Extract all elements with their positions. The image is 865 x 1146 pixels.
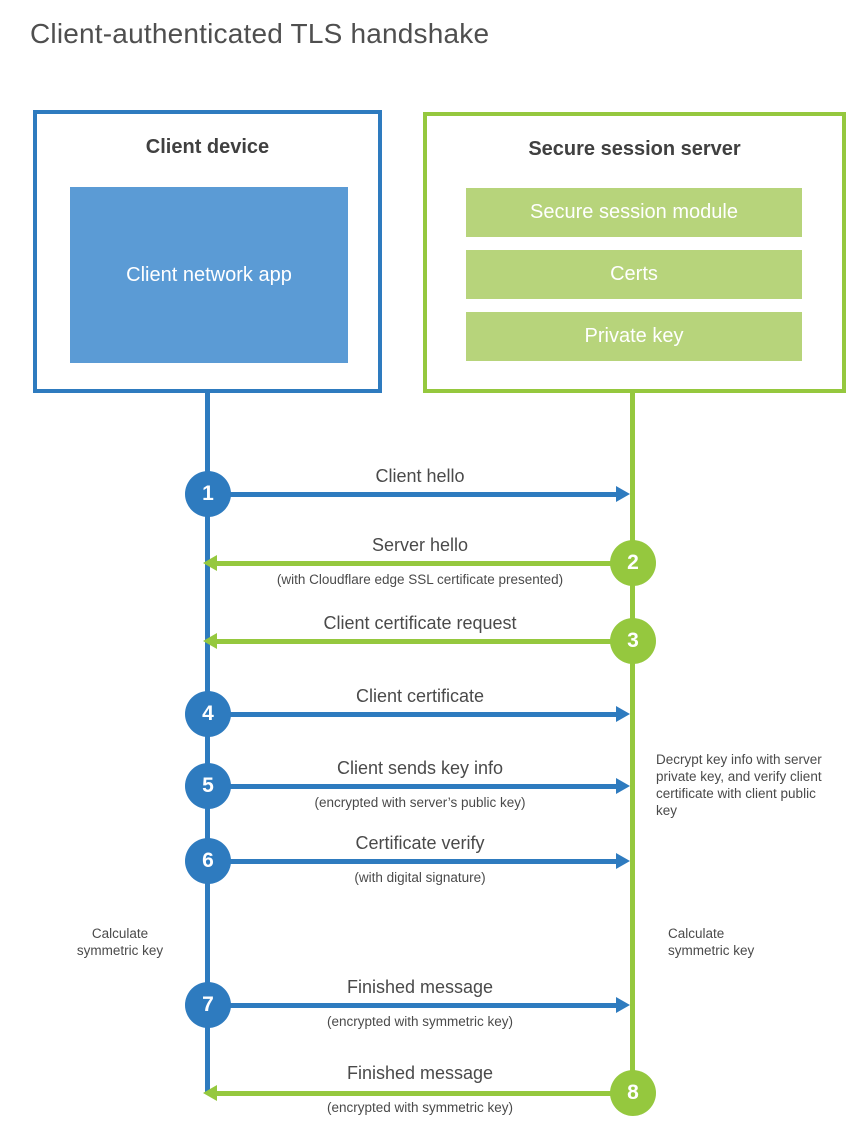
step-8-arrow-line xyxy=(215,1091,611,1096)
client-network-app-box: Client network app xyxy=(70,187,348,363)
step-4-arrow-line xyxy=(228,712,617,717)
step-8-arrowhead-icon xyxy=(203,1085,217,1101)
client-device-heading: Client device xyxy=(145,136,270,158)
step-7-sublabel: (encrypted with symmetric key) xyxy=(326,1014,514,1029)
step-5-arrow-line xyxy=(228,784,617,789)
step-4-circle: 4 xyxy=(185,691,231,737)
step-7-circle: 7 xyxy=(185,982,231,1028)
secure-session-server-heading: Secure session server xyxy=(528,138,741,160)
step-6-arrow-line xyxy=(228,859,617,864)
step-5-label: Client sends key info xyxy=(336,758,504,778)
diagram-title: Client-authenticated TLS handshake xyxy=(30,18,490,49)
step-3-label: Client certificate request xyxy=(323,613,517,633)
step-3-circle: 3 xyxy=(610,618,656,664)
step-2-sublabel: (with Cloudflare edge SSL certificate pr… xyxy=(276,572,564,587)
step-7-label: Finished message xyxy=(346,977,494,997)
step-2-circle: 2 xyxy=(610,540,656,586)
client-device-box: Client device Client network app xyxy=(33,110,382,393)
decrypt-key-note: Decrypt key info with server private key… xyxy=(656,752,822,818)
client-network-app-label: Client network app xyxy=(126,263,292,286)
server-module-certs: Certs xyxy=(466,250,802,299)
step-4-arrowhead-icon xyxy=(616,706,630,722)
step-1-label: Client hello xyxy=(375,466,465,486)
server-module-secure-session: Secure session module xyxy=(466,188,802,237)
step-6-arrowhead-icon xyxy=(616,853,630,869)
step-2-arrowhead-icon xyxy=(203,555,217,571)
step-3-arrowhead-icon xyxy=(203,633,217,649)
calculate-symmetric-key-note-client: Calculate symmetric key xyxy=(76,926,164,958)
step-8-circle: 8 xyxy=(610,1070,656,1116)
calculate-symmetric-key-note-server: Calculate symmetric key xyxy=(668,926,755,958)
step-1-arrowhead-icon xyxy=(616,486,630,502)
step-1-circle: 1 xyxy=(185,471,231,517)
step-4-label: Client certificate xyxy=(355,686,485,706)
step-8-label: Finished message xyxy=(346,1063,494,1083)
step-8-sublabel: (encrypted with symmetric key) xyxy=(326,1100,514,1115)
client-lifeline xyxy=(205,391,210,1093)
step-5-sublabel: (encrypted with server’s public key) xyxy=(314,795,526,810)
step-5-arrowhead-icon xyxy=(616,778,630,794)
step-6-label: Certificate verify xyxy=(355,833,485,853)
secure-session-server-box: Secure session server Secure session mod… xyxy=(423,112,846,393)
step-6-sublabel: (with digital signature) xyxy=(354,870,486,885)
server-module-private-key: Private key xyxy=(466,312,802,361)
step-1-arrow-line xyxy=(228,492,617,497)
step-3-arrow-line xyxy=(215,639,611,644)
server-lifeline xyxy=(630,391,635,1095)
step-7-arrow-line xyxy=(228,1003,617,1008)
step-5-circle: 5 xyxy=(185,763,231,809)
step-2-label: Server hello xyxy=(371,535,469,555)
step-2-arrow-line xyxy=(215,561,611,566)
step-7-arrowhead-icon xyxy=(616,997,630,1013)
step-6-circle: 6 xyxy=(185,838,231,884)
